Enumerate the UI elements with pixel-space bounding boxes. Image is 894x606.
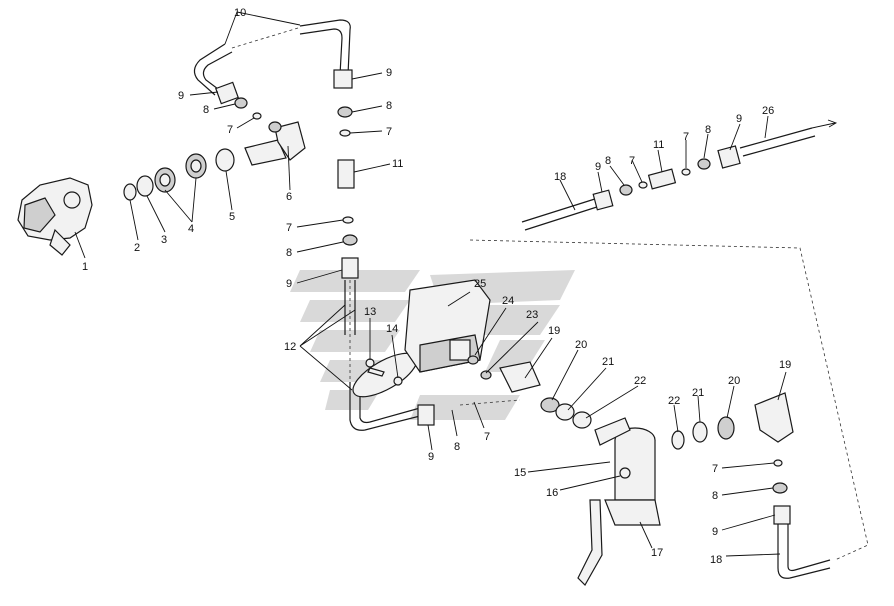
assembly-guide-lines (231, 27, 869, 561)
callout-7d: 7 (484, 431, 490, 443)
callout-14: 14 (386, 323, 398, 335)
callout-7e: 7 (629, 155, 635, 167)
callout-18a: 18 (554, 171, 566, 183)
leader-lines (74, 11, 787, 557)
callout-13: 13 (364, 306, 376, 318)
callout-9b: 9 (386, 67, 392, 79)
callout-25: 25 (474, 278, 486, 290)
callout-5: 5 (229, 211, 235, 223)
callout-9e: 9 (595, 161, 601, 173)
vertical-tube-12 (344, 280, 435, 431)
callout-7a: 7 (227, 124, 233, 136)
right-fitting-column (772, 459, 831, 579)
callout-8g: 8 (712, 490, 718, 502)
callout-9g: 9 (712, 526, 718, 538)
callout-24: 24 (502, 295, 514, 307)
callout-26: 26 (762, 105, 774, 117)
bent-tube-top (193, 19, 351, 96)
callout-21b: 21 (692, 387, 704, 399)
bracket-plate-25 (404, 279, 491, 373)
callout-9d: 9 (428, 451, 434, 463)
callout-6: 6 (286, 191, 292, 203)
callout-8d: 8 (454, 441, 460, 453)
callout-2: 2 (134, 242, 140, 254)
callout-20b: 20 (728, 375, 740, 387)
callout-7b: 7 (386, 126, 392, 138)
callout-8a: 8 (203, 104, 209, 116)
callout-8f: 8 (705, 124, 711, 136)
control-valve-part (577, 417, 661, 586)
callout-1: 1 (82, 261, 88, 273)
callout-9c: 9 (286, 278, 292, 290)
callout-labels: 1 2 3 4 5 6 7 7 7 7 7 7 7 8 8 8 8 8 8 8 … (82, 7, 791, 566)
watermark-logo (290, 270, 575, 420)
callout-11a: 11 (392, 158, 403, 170)
coupling-head-part (17, 177, 93, 256)
callout-3: 3 (161, 234, 167, 246)
callout-9a: 9 (178, 90, 184, 102)
callout-7g: 7 (712, 463, 718, 475)
callout-16: 16 (546, 487, 558, 499)
top-right-line-assembly (521, 119, 838, 231)
callout-7f: 7 (683, 131, 689, 143)
callout-8b: 8 (386, 100, 392, 112)
callout-7c: 7 (286, 222, 292, 234)
callout-22a: 22 (634, 375, 646, 387)
callout-22b: 22 (668, 395, 680, 407)
callout-8c: 8 (286, 247, 292, 259)
callout-21a: 21 (602, 356, 614, 368)
callout-19a: 19 (548, 325, 560, 337)
callout-11b: 11 (653, 139, 664, 151)
fitting-left-nuts (215, 81, 262, 120)
callout-10: 10 (234, 7, 246, 19)
callout-4: 4 (188, 223, 194, 235)
callout-9f: 9 (736, 113, 742, 125)
elbow-fitting-part (244, 121, 306, 166)
callout-15: 15 (514, 467, 526, 479)
callout-17: 17 (651, 547, 663, 559)
callout-12: 12 (284, 341, 296, 353)
right-seal-fittings (671, 392, 794, 450)
callout-23: 23 (526, 309, 538, 321)
callout-19b: 19 (779, 359, 791, 371)
callout-18b: 18 (710, 554, 722, 566)
fitting-column-top (333, 69, 359, 279)
callout-20a: 20 (575, 339, 587, 351)
seal-rings-group (123, 148, 235, 201)
callout-8e: 8 (605, 155, 611, 167)
